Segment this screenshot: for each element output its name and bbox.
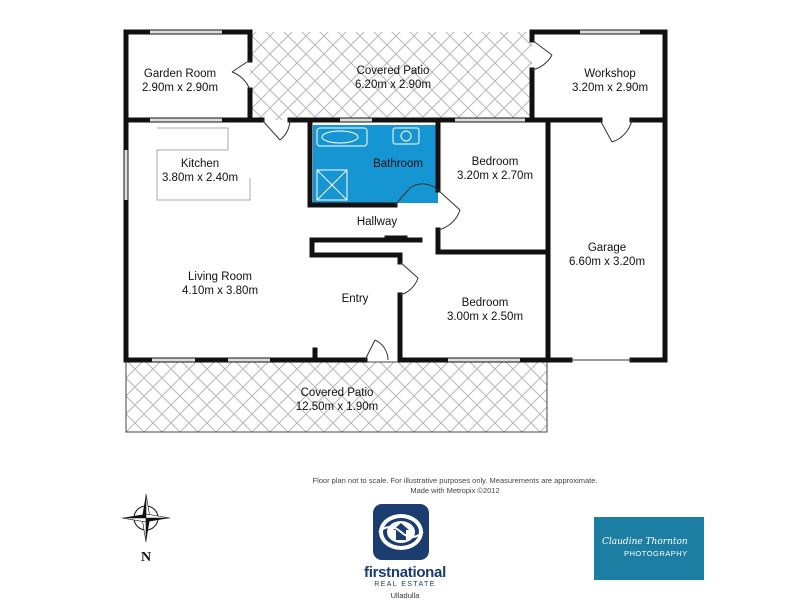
agency-office: Ulladulla bbox=[390, 591, 420, 600]
kitchen-bench bbox=[156, 127, 251, 201]
photographer-logo: Claudine Thornton PHOTOGRAPHY bbox=[594, 517, 704, 580]
covered-patio-bottom-area bbox=[125, 361, 548, 433]
compass-north-label: N bbox=[141, 550, 151, 564]
agency-logo: firstnational REAL ESTATE Ulladulla bbox=[360, 502, 450, 600]
compass-icon: N bbox=[121, 493, 171, 565]
kitchen-name: Kitchen bbox=[181, 158, 219, 170]
disclaimer: Floor plan not to scale. For illustrativ… bbox=[290, 476, 620, 496]
windows bbox=[124, 30, 640, 362]
agency-subtitle: REAL ESTATE bbox=[374, 581, 436, 588]
covered-patio-top-size: 6.20m x 2.90m bbox=[355, 79, 431, 91]
bedroom-2-size: 3.00m x 2.50m bbox=[447, 311, 523, 323]
covered-patio-bottom-size: 12.50m x 1.90m bbox=[296, 401, 378, 413]
agency-emblem-icon bbox=[373, 504, 429, 560]
photographer-script: Claudine Thornton bbox=[602, 537, 688, 547]
workshop-size: 3.20m x 2.90m bbox=[572, 82, 648, 94]
disclaimer-line-2: Made with Metropix ©2012 bbox=[410, 486, 500, 495]
garden-room-size: 2.90m x 2.90m bbox=[142, 82, 218, 94]
garage-name: Garage bbox=[588, 242, 626, 254]
workshop-name: Workshop bbox=[584, 68, 636, 80]
bathroom-fixtures bbox=[316, 127, 420, 201]
garage-size: 6.60m x 3.20m bbox=[569, 256, 645, 268]
agency-brand: firstnational bbox=[364, 564, 446, 581]
kitchen-size: 3.80m x 2.40m bbox=[162, 172, 238, 184]
bedroom-1-name: Bedroom bbox=[472, 156, 519, 168]
hallway-cupboard bbox=[325, 235, 412, 243]
living-room-name: Living Room bbox=[188, 271, 252, 283]
bedroom-1-size: 3.20m x 2.70m bbox=[457, 170, 533, 182]
garden-room-name: Garden Room bbox=[144, 68, 216, 80]
bedroom-2-name: Bedroom bbox=[462, 297, 509, 309]
compass-rose: N bbox=[116, 492, 176, 565]
entry-name: Entry bbox=[342, 293, 369, 305]
living-room-size: 4.10m x 3.80m bbox=[182, 285, 258, 297]
covered-patio-top-name: Covered Patio bbox=[357, 65, 430, 77]
disclaimer-line-1: Floor plan not to scale. For illustrativ… bbox=[312, 476, 598, 485]
covered-patio-top-area bbox=[250, 32, 532, 120]
floor-plan: Garden Room 2.90m x 2.90m Covered Patio … bbox=[123, 29, 668, 433]
covered-patio-bottom-name: Covered Patio bbox=[301, 387, 374, 399]
photographer-word: PHOTOGRAPHY bbox=[624, 549, 688, 558]
doors bbox=[231, 39, 633, 361]
bathroom-name: Bathroom bbox=[373, 158, 423, 170]
bathroom-area bbox=[313, 125, 438, 203]
hallway-name: Hallway bbox=[357, 216, 398, 228]
